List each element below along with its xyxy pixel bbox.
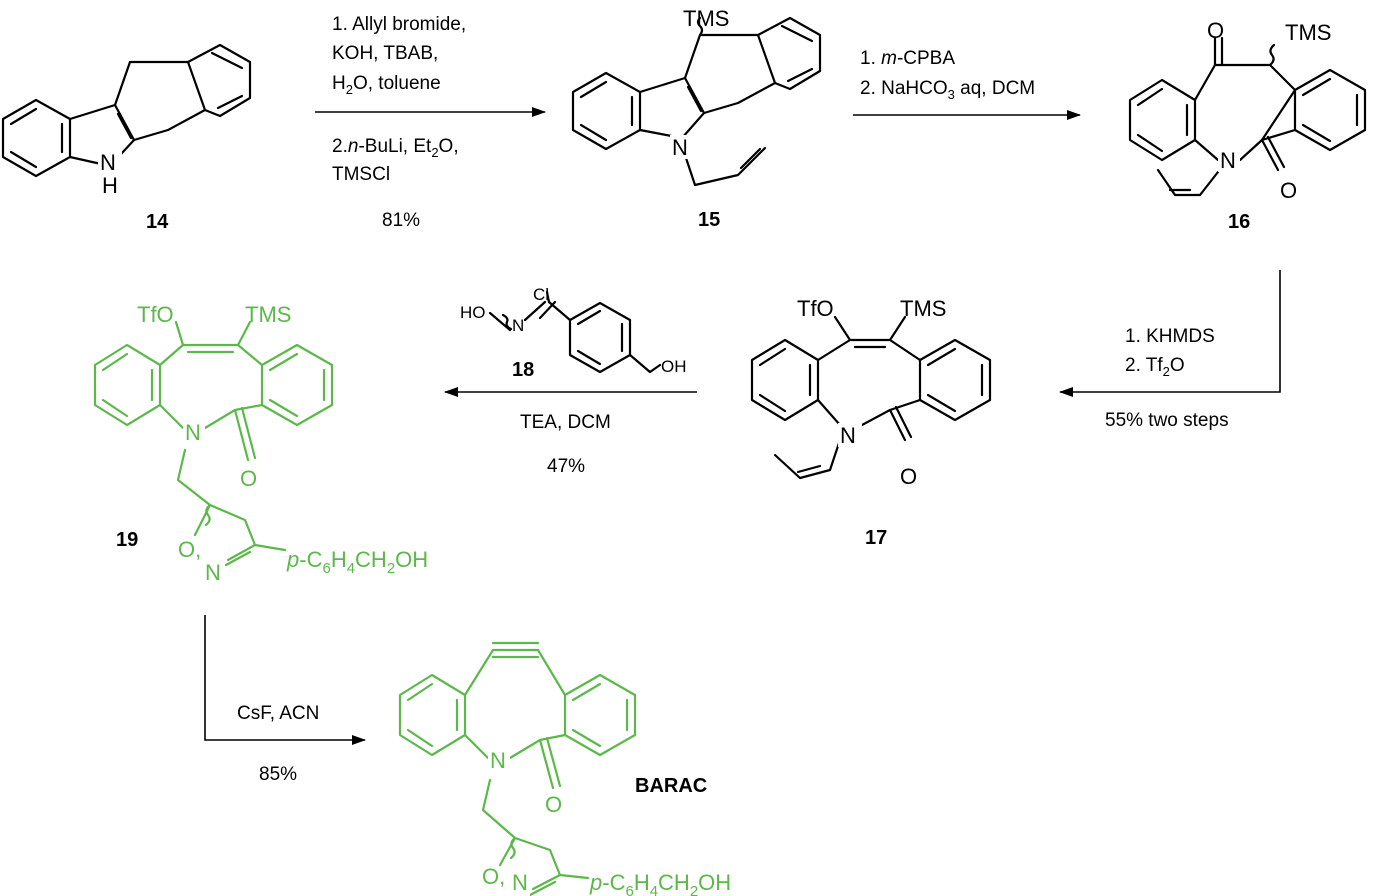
o16-amide-label: O <box>1280 178 1297 203</box>
step-2-line-2: 2. NaHCO3 aq, DCM <box>860 78 1035 102</box>
step-1-line-5: TMSCl <box>332 164 390 185</box>
tms15-label: TMS <box>683 6 729 31</box>
step-5-conditions: CsF, ACN 85% <box>237 703 319 785</box>
step-2-line-1: 1. m-CPBA <box>860 48 955 69</box>
step-2-conditions: 1. m-CPBA 2. NaHCO3 aq, DCM <box>860 48 1035 102</box>
compound-15-structure: N TMS <box>571 6 822 187</box>
step-1-line-4: 2.n-BuLi, Et2O, <box>332 136 459 160</box>
step-4-conditions: TEA, DCM 47% <box>520 412 611 477</box>
compound-19-label: 19 <box>116 529 138 551</box>
arrow-step-3 <box>1059 270 1281 397</box>
compound-16-structure: N O O TMS <box>1128 18 1367 203</box>
n19-ring-label: N <box>205 560 221 585</box>
compound-15-label: 15 <box>698 209 720 231</box>
compound-14-label: 14 <box>146 211 169 233</box>
barac-structure: N O O, N p-C6H4CH2OH <box>398 641 731 896</box>
aryl-barac-label: p-C6H4CH2OH <box>589 870 731 896</box>
compound-18-label: 18 <box>512 359 534 381</box>
compound-19-structure: N TfO TMS O O, N p-C6H4CH2OH <box>93 302 428 586</box>
tfo19-label: TfO <box>137 302 174 327</box>
tfo17-label: TfO <box>797 296 834 321</box>
o19-label: O <box>240 466 257 491</box>
arrow-step-5 <box>204 615 366 745</box>
n-barac-label: N <box>490 748 506 773</box>
compound-16-label: 16 <box>1228 211 1250 233</box>
step-1-yield: 81% <box>382 210 420 231</box>
compound-17-structure: N TfO TMS O <box>750 296 992 489</box>
step-5-yield: 85% <box>259 764 297 785</box>
tms16-label: TMS <box>1285 20 1331 45</box>
step-1-line-3: H2O, toluene <box>332 73 441 97</box>
compound-17-label: 17 <box>865 527 887 549</box>
n17-label: N <box>840 423 856 448</box>
n19-label: N <box>185 420 201 445</box>
step-1-conditions: 1. Allyl bromide, KOH, TBAB, H2O, toluen… <box>332 14 466 231</box>
step-4-yield: 47% <box>547 456 585 477</box>
n-barac-ring-label: N <box>512 870 528 895</box>
cl18-label: Cl <box>533 285 549 304</box>
step-3-line-2: 2. Tf2O <box>1125 355 1185 379</box>
step-3-yield: 55% two steps <box>1105 410 1229 431</box>
reagent-18-structure: HO N Cl OH <box>460 285 687 376</box>
barac-label: BARAC <box>635 775 707 797</box>
compound-14-structure: N H <box>1 43 252 198</box>
step-5-conditions-text: CsF, ACN <box>237 703 319 724</box>
nh-hydrogen-label: H <box>102 173 118 198</box>
step-4-conditions-text: TEA, DCM <box>520 412 611 433</box>
aryl19-label: p-C6H4CH2OH <box>286 547 428 577</box>
step-3-conditions: 1. KHMDS 2. Tf2O 55% two steps <box>1105 326 1229 431</box>
nh-nitrogen-label: N <box>100 150 116 175</box>
o-barac-label: O <box>545 792 562 817</box>
n18-label: N <box>512 316 524 335</box>
tms19-label: TMS <box>245 302 291 327</box>
o17-label: O <box>900 464 917 489</box>
tms17-label: TMS <box>900 296 946 321</box>
step-1-line-2: KOH, TBAB, <box>332 43 438 64</box>
o16-ketone-label: O <box>1207 18 1224 43</box>
ho18-label: HO <box>460 303 486 322</box>
step-1-line-1: 1. Allyl bromide, <box>332 14 466 35</box>
o-barac-ring-label: O, <box>482 864 505 889</box>
oh18-label: OH <box>661 357 687 376</box>
n15-label: N <box>672 135 688 160</box>
step-3-line-1: 1. KHMDS <box>1125 326 1215 347</box>
o19-ring-label: O, <box>178 537 201 562</box>
n16-label: N <box>1220 148 1236 173</box>
